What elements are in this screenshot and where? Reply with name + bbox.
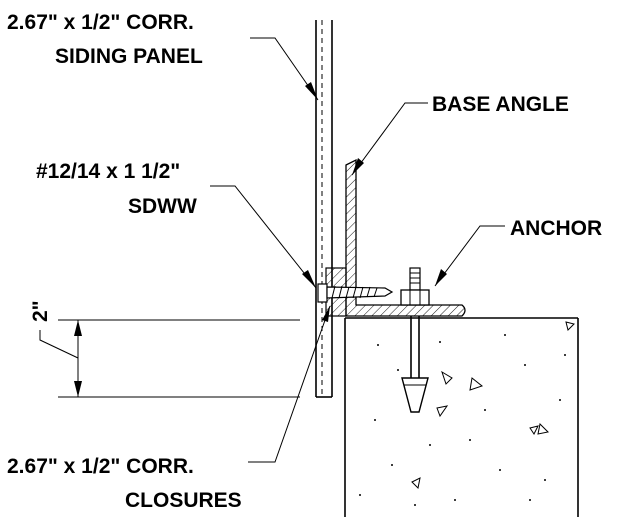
panel-label-line2: SIDING PANEL <box>55 45 203 68</box>
sdww-screw <box>317 283 394 303</box>
base-angle-leader <box>351 102 428 176</box>
aggregate-dots <box>359 334 566 506</box>
anchor-bolt <box>400 267 430 413</box>
dimension-label: 2" <box>29 300 52 322</box>
closures-label-line2: CLOSURES <box>125 489 242 512</box>
screw-label-line2: SDWW <box>128 195 197 218</box>
screw-label-line1: #12/14 x 1 1/2" <box>36 160 180 183</box>
concrete-foundation <box>344 317 579 517</box>
closures-label-line1: 2.67" x 1/2" CORR. <box>7 455 194 478</box>
anchor-label: ANCHOR <box>510 217 602 240</box>
panel-leader <box>250 37 319 101</box>
aggregate-triangles <box>411 321 575 490</box>
base-angle-label: BASE ANGLE <box>432 93 569 116</box>
anchor-leader <box>434 225 505 287</box>
closures-leader <box>248 305 331 463</box>
screw-leader <box>210 185 317 289</box>
dimension-2in: 2" <box>29 300 300 398</box>
panel-label-line1: 2.67" x 1/2" CORR. <box>7 11 194 34</box>
leader-lines <box>210 37 505 463</box>
siding-panel <box>315 20 333 398</box>
